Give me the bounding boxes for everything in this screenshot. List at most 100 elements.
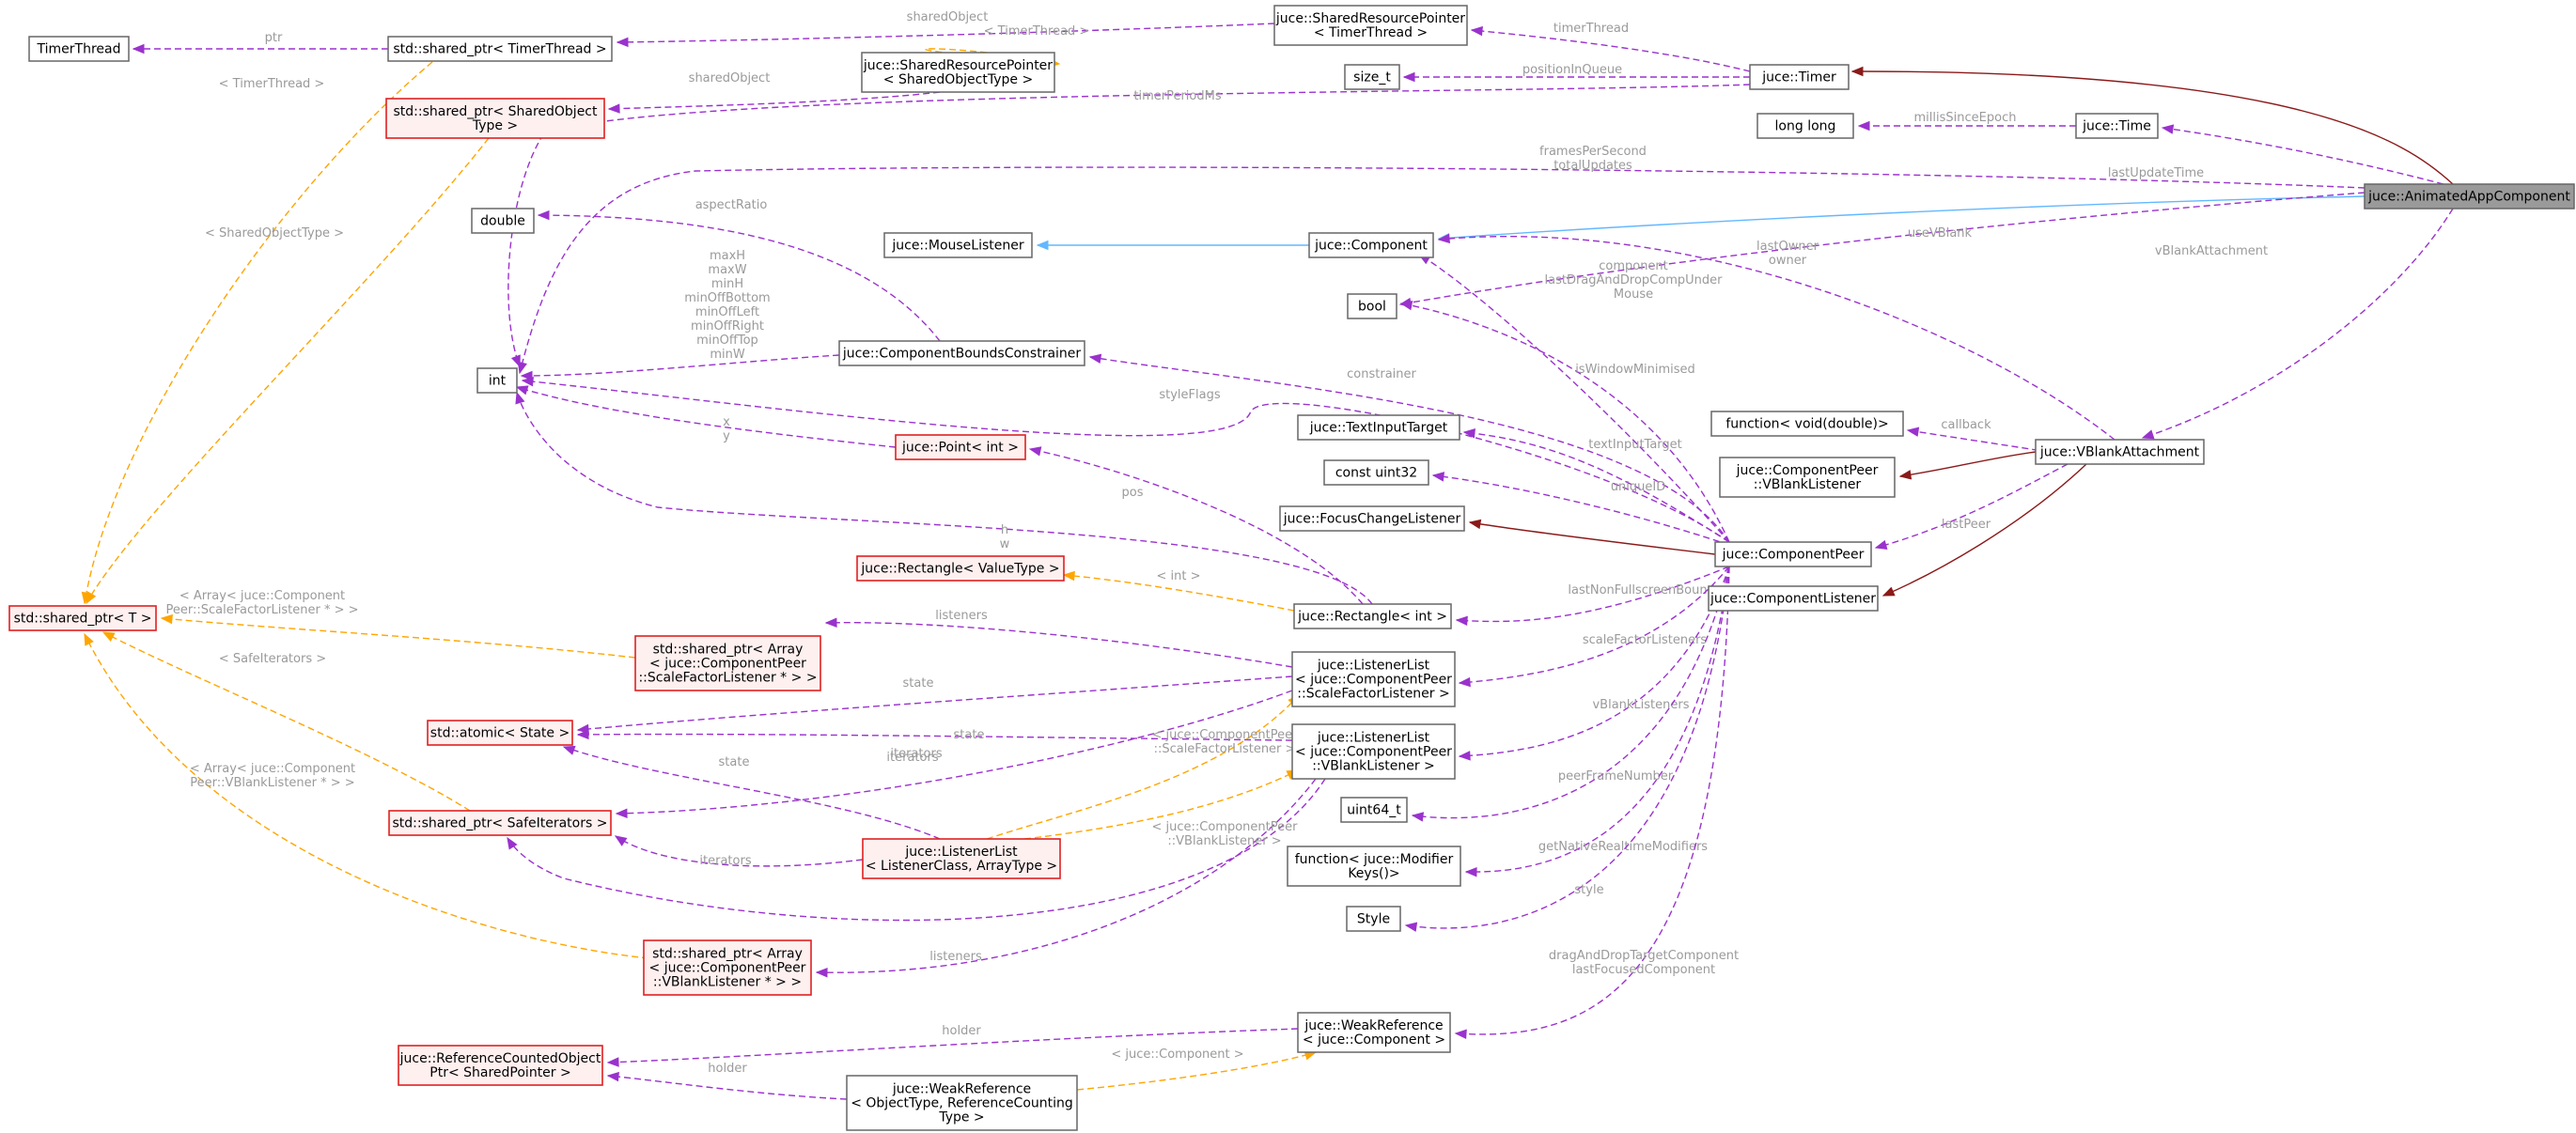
class-node-llGeneric[interactable]: juce::ListenerList< ListenerClass, Array… <box>862 838 1061 879</box>
class-node-focusChange[interactable]: juce::FocusChangeListener <box>1279 505 1465 532</box>
edge-weakRefGeneric-to-weakRefComp: < juce::Component > <box>1076 1048 1318 1091</box>
edge-label: minOffRight <box>691 319 764 334</box>
class-node-cpVblankListener[interactable]: juce::ComponentPeer::VBlankListener <box>1719 457 1896 498</box>
class-node-spT[interactable]: std::shared_ptr< T > <box>8 605 157 631</box>
edge-mouseListener-to-component <box>1036 240 1309 251</box>
edge-label: state <box>719 755 750 769</box>
edge-label: sharedObject <box>907 10 989 24</box>
class-name: < ListenerClass, ArrayType > <box>866 859 1057 874</box>
edge-label: maxH <box>710 249 745 263</box>
arrow-head <box>1850 66 1864 77</box>
arrow-head <box>607 103 620 114</box>
arrow-head <box>1404 922 1418 932</box>
class-node-double[interactable]: double <box>471 208 535 234</box>
class-node-componentPeer[interactable]: juce::ComponentPeer <box>1714 541 1872 567</box>
class-box <box>385 98 605 139</box>
class-node-spSharedObj[interactable]: std::shared_ptr< SharedObjectType > <box>385 98 605 139</box>
class-node-spTimerThread[interactable]: std::shared_ptr< TimerThread > <box>387 36 613 62</box>
class-name: std::shared_ptr< SharedObject <box>394 104 599 119</box>
arrow-head <box>1088 353 1102 364</box>
class-node-aac[interactable]: juce::AnimatedAppComponent <box>2364 183 2575 210</box>
class-name: < juce::Component > <box>1303 1032 1445 1048</box>
class-node-weakRefGeneric[interactable]: juce::WeakReference< ObjectType, Referen… <box>846 1075 1078 1131</box>
arrow-head <box>2161 124 2175 134</box>
edge-llScale-to-spSafeIter: iterators <box>615 690 1293 818</box>
class-node-time[interactable]: juce::Time <box>2075 113 2159 139</box>
arrow-head <box>1881 586 1896 597</box>
edge-label: peerFrameNumber <box>1558 769 1674 784</box>
class-name: < juce::ComponentPeer <box>1295 745 1452 760</box>
edge-label: constrainer <box>1347 367 1416 381</box>
class-node-llScale[interactable]: juce::ListenerList< juce::ComponentPeer:… <box>1291 651 1456 707</box>
class-node-textInputTarget[interactable]: juce::TextInputTarget <box>1297 414 1460 441</box>
class-node-srpShared[interactable]: juce::SharedResourcePointer< SharedObjec… <box>861 52 1055 93</box>
edge-label: < juce::Component > <box>1111 1048 1243 1062</box>
class-box <box>1291 723 1456 780</box>
class-node-timerThread[interactable]: TimerThread <box>28 36 130 62</box>
class-box <box>388 810 612 836</box>
class-name: juce::ComponentBoundsConstrainer <box>842 347 1082 362</box>
edge-srpTimerThread-to-spTimerThread: sharedObject <box>616 10 1275 48</box>
edge-line <box>607 1028 1299 1063</box>
edge-label: minOffBottom <box>684 291 770 305</box>
edge-rectInt-to-pointInt: pos <box>1028 446 1364 605</box>
class-name: Type > <box>472 118 518 133</box>
edge-label: < SafeIterators > <box>219 652 326 666</box>
class-node-longlong[interactable]: long long <box>1756 113 1854 139</box>
class-node-cbc[interactable]: juce::ComponentBoundsConstrainer <box>838 340 1085 366</box>
class-node-rectValueType[interactable]: juce::Rectangle< ValueType > <box>856 555 1065 582</box>
class-node-rectInt[interactable]: juce::Rectangle< int > <box>1293 603 1452 629</box>
class-box <box>1719 457 1896 498</box>
class-node-atomicState[interactable]: std::atomic< State > <box>427 720 573 746</box>
class-node-pointInt[interactable]: juce::Point< int > <box>895 434 1026 460</box>
class-name: int <box>489 374 507 389</box>
class-name: std::atomic< State > <box>430 726 570 741</box>
class-node-spSafeIter[interactable]: std::shared_ptr< SafeIterators > <box>388 810 612 836</box>
class-node-mouseListener[interactable]: juce::MouseListener <box>883 232 1033 258</box>
class-name: juce::ListenerList <box>904 845 1018 860</box>
edge-spT-to-spSharedObj: < SharedObjectType > <box>86 137 490 605</box>
edge-component-to-aac <box>1437 195 2365 243</box>
class-name: < ObjectType, ReferenceCounting <box>851 1096 1073 1111</box>
class-node-componentListener[interactable]: juce::ComponentListener <box>1708 585 1879 612</box>
edge-label: Peer::VBlankListener * > > <box>190 776 354 790</box>
diagram-nodes: TimerThread std::shared_ptr< TimerThread … <box>8 5 2575 1131</box>
class-name: ::ScaleFactorListener * > > <box>638 671 817 686</box>
class-box <box>1291 651 1456 707</box>
class-node-timer[interactable]: juce::Timer <box>1749 64 1850 90</box>
edge-timer-to-aac <box>1850 66 2454 185</box>
class-node-component[interactable]: juce::Component <box>1308 232 1434 258</box>
edge-label: getNativeRealtimeModifiers <box>1538 840 1708 854</box>
edge-label: useVBlank <box>1908 226 1973 241</box>
class-box <box>856 555 1065 582</box>
edge-componentPeer-to-weakRefComp: dragAndDropTargetComponentlastFocusedCom… <box>1454 566 1739 1039</box>
class-node-style[interactable]: Style <box>1346 906 1401 932</box>
class-node-spArrayVblank[interactable]: std::shared_ptr< Array< juce::ComponentP… <box>643 939 812 996</box>
class-node-weakRefComp[interactable]: juce::WeakReference< juce::Component > <box>1297 1012 1451 1053</box>
class-node-uint64[interactable]: uint64_t <box>1340 797 1408 823</box>
class-node-funcVoidDouble[interactable]: function< void(double)> <box>1710 411 1904 437</box>
arrow-head <box>1062 570 1075 582</box>
edge-label: state <box>903 676 934 691</box>
class-node-int[interactable]: int <box>476 367 518 394</box>
edge-componentPeer-to-funcModKeys: getNativeRealtimeModifiers <box>1464 566 1730 877</box>
edge-line <box>1399 192 2365 305</box>
class-node-sizeT[interactable]: size_t <box>1344 64 1400 90</box>
arrow-head <box>1470 25 1483 37</box>
class-name: < juce::ComponentPeer <box>649 961 806 976</box>
class-box <box>1714 541 1872 567</box>
class-node-srpTimerThread[interactable]: juce::SharedResourcePointer< TimerThread… <box>1273 5 1468 46</box>
class-node-constUint32[interactable]: const uint32 <box>1323 459 1429 486</box>
class-name: std::shared_ptr< T > <box>14 612 152 627</box>
class-name: juce::Timer <box>1761 70 1836 85</box>
class-node-spArrayScale[interactable]: std::shared_ptr< Array< juce::ComponentP… <box>634 635 821 691</box>
edge-line <box>1459 566 1730 757</box>
class-node-bool[interactable]: bool <box>1347 293 1397 319</box>
class-node-llVblank[interactable]: juce::ListenerList< juce::ComponentPeer:… <box>1291 723 1456 780</box>
class-box <box>895 434 1026 460</box>
arrow-head <box>160 613 173 625</box>
class-node-vblankAttach[interactable]: juce::VBlankAttachment <box>2035 439 2205 465</box>
class-name: std::shared_ptr< Array <box>653 643 804 658</box>
